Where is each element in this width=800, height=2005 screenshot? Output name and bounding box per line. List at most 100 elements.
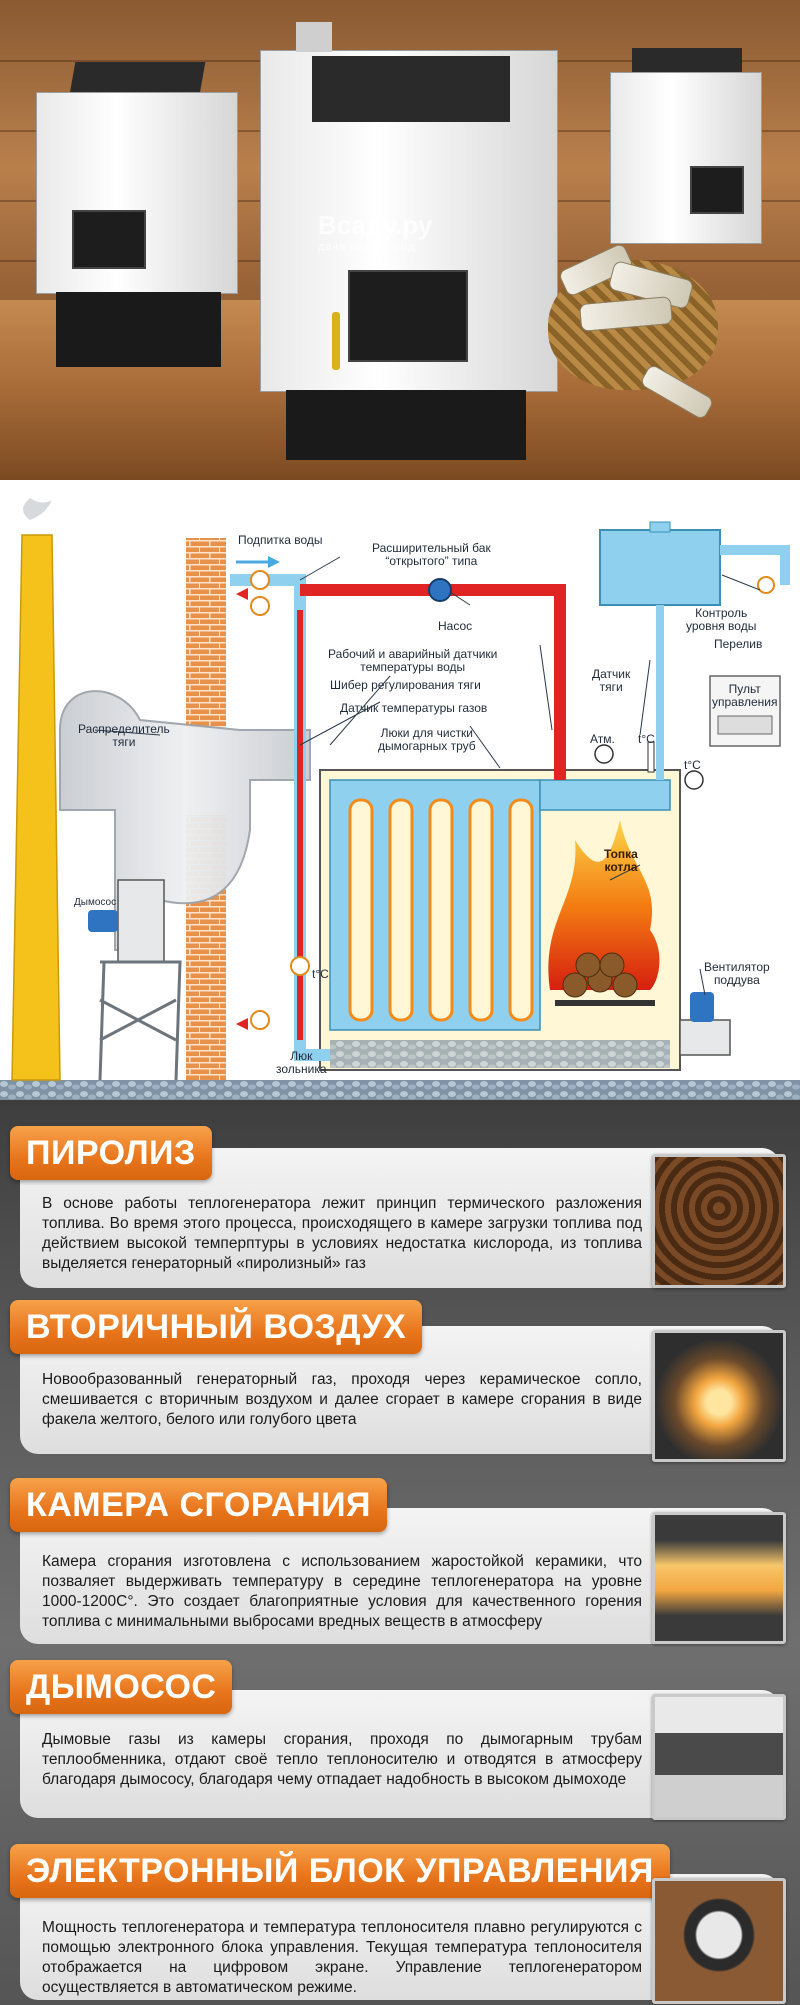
fire-tube <box>508 798 534 1022</box>
valve <box>250 596 270 616</box>
pyrolysis-thumbnail <box>652 1154 786 1288</box>
firewood-log <box>562 972 588 998</box>
label-overflow: Перелив <box>714 637 763 651</box>
boiler-base <box>56 292 221 367</box>
label-damper: Шибер регулирования тяги <box>330 678 481 692</box>
secondary-air-thumbnail <box>652 1330 786 1462</box>
overflow-pipe <box>720 545 790 585</box>
firewood-log <box>599 952 625 978</box>
ash-bed <box>330 1040 670 1068</box>
smoke-exhauster-body <box>117 879 165 963</box>
section-title: ПИРОЛИЗ <box>10 1126 212 1180</box>
boiler-lid <box>312 56 510 122</box>
watermark-brand: Всаду.ру <box>318 210 433 240</box>
fire-tube <box>468 798 494 1022</box>
label-firebox-1: Топка <box>604 847 638 861</box>
section-pyrolysis: ПИРОЛИЗ В основе работы теплогенератора … <box>0 1110 800 1290</box>
expansion-tank <box>599 529 721 606</box>
label-expansion-tank-1: Расширительный бак <box>372 541 491 555</box>
firewood-log <box>612 972 638 998</box>
label-draft-sensor-2: тяги <box>599 680 623 695</box>
valve <box>290 956 310 976</box>
diagram-drawing <box>0 498 800 1100</box>
firewood-log <box>575 952 601 978</box>
label-water-level: Контроль уровня воды <box>686 606 757 634</box>
control-panel-display <box>717 715 773 735</box>
section-title: ВТОРИЧНЫЙ ВОЗДУХ <box>10 1300 423 1354</box>
boiler-door <box>72 210 146 269</box>
combustion-chamber-thumbnail <box>652 1512 786 1644</box>
label-ash-1: Люк <box>290 1049 313 1063</box>
control-unit-thumbnail <box>652 1878 786 2004</box>
label-temp-sensors-1: Рабочий и аварийный датчики <box>328 647 498 661</box>
watermark: Всаду.ру дача сад огород <box>318 210 432 253</box>
label-temp-sensors-2: температуры воды <box>360 660 466 675</box>
expansion-tank-neck <box>649 521 671 533</box>
label-smoke-exhauster: Дымосос <box>74 897 117 908</box>
label-fan: Вентилятор поддува <box>704 960 770 988</box>
label-temp-sensors: Рабочий и аварийный датчики температуры … <box>328 647 498 675</box>
temp-gauge <box>684 770 704 790</box>
chimney-smoke <box>23 498 52 520</box>
label-tc-2: t°C <box>684 758 701 772</box>
ground <box>0 1080 800 1100</box>
section-combustion-chamber: КАМЕРА СГОРАНИЯ Камера сгорания изготовл… <box>0 1466 800 1646</box>
label-firebox-2: котла <box>604 860 638 875</box>
fan-motor <box>690 992 714 1022</box>
thermometer <box>647 741 655 773</box>
label-draft-sensor: Датчик тяги <box>592 667 630 695</box>
label-firebox: Топка котла <box>604 847 638 875</box>
pump <box>428 578 452 602</box>
fire-tube <box>428 798 454 1022</box>
brick-wall-upper <box>186 538 226 728</box>
label-water-feed: Подпитка воды <box>238 533 323 547</box>
section-title: ДЫМОСОС <box>10 1660 233 1714</box>
label-gas-temp: Датчик температуры газов <box>340 701 488 715</box>
boiler-diagram: Подпитка воды Расширительный бак “открыт… <box>0 480 800 1100</box>
chimney <box>11 534 61 1081</box>
label-atm: Атм. <box>590 732 615 746</box>
section-control-unit: ЭЛЕКТРОННЫЙ БЛОК УПРАВЛЕНИЯ Мощность теп… <box>0 1826 800 2004</box>
section-text: Новообразованный генераторный газ, прохо… <box>42 1371 642 1428</box>
fan-housing <box>679 1019 731 1056</box>
label-tc-1: t°C <box>638 732 655 746</box>
fire-tube <box>388 798 414 1022</box>
label-fan-2: поддува <box>713 973 760 988</box>
smoke-exhauster-motor <box>88 910 118 932</box>
boiler-body-right <box>610 72 762 244</box>
label-ash: Люк зольника <box>276 1049 327 1077</box>
water-jacket-top <box>539 779 671 811</box>
section-smoke-exhauster: ДЫМОСОС Дымовые газы из камеры сгорания,… <box>0 1646 800 1826</box>
label-control-panel: Пульт управления <box>712 682 777 709</box>
boiler-door <box>348 270 468 362</box>
label-water-level-2: уровня воды <box>686 619 757 634</box>
boiler-door <box>690 166 744 214</box>
exhauster-stand <box>98 960 182 1081</box>
label-expansion-tank-2: “открытого” типа <box>385 554 478 569</box>
info-panel: ПИРОЛИЗ В основе работы теплогенератора … <box>0 1100 800 2005</box>
atm-gauge <box>594 744 614 764</box>
watermark-tagline: дача сад огород <box>318 241 416 253</box>
section-text: В основе работы теплогенератора лежит пр… <box>42 1195 642 1272</box>
section-title: ЭЛЕКТРОННЫЙ БЛОК УПРАВЛЕНИЯ <box>10 1844 670 1898</box>
smoke-exhauster-thumbnail <box>652 1694 786 1820</box>
label-fan-1: Вентилятор <box>704 960 770 974</box>
label-hatches-1: Люки для чистки <box>380 726 474 740</box>
label-tc-3: t°C <box>312 967 329 981</box>
section-title: КАМЕРА СГОРАНИЯ <box>10 1478 387 1532</box>
section-text: Камера сгорания изготовлена с использова… <box>42 1553 642 1630</box>
label-distributor: Распределитель тяги <box>78 722 170 750</box>
valve <box>250 1010 270 1030</box>
label-ash-2: зольника <box>276 1062 327 1077</box>
hero-photo: Всаду.ру дача сад огород <box>0 0 800 480</box>
label-hatches: Люки для чистки дымогарных труб <box>378 726 476 753</box>
label-distributor-2: тяги <box>112 735 136 750</box>
boiler-chimney <box>296 22 332 52</box>
section-secondary-air: ВТОРИЧНЫЙ ВОЗДУХ Новообразованный генера… <box>0 1290 800 1466</box>
label-expansion-tank: Расширительный бак “открытого” типа <box>372 541 491 569</box>
boiler-base <box>286 390 526 460</box>
firebox-flame <box>548 820 660 990</box>
grate <box>555 1000 655 1006</box>
section-text: Дымовые газы из камеры сгорания, проходя… <box>42 1731 642 1788</box>
label-water-level-1: Контроль <box>695 606 748 620</box>
